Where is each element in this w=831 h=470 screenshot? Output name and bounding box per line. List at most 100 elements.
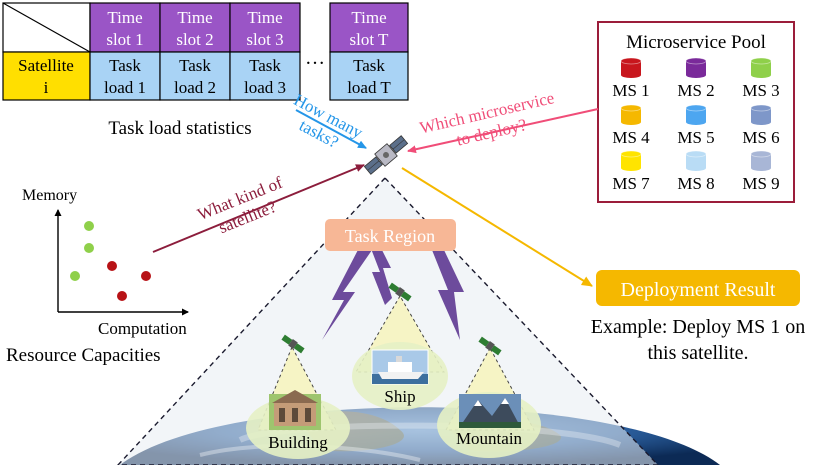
database-icon	[621, 108, 641, 122]
microservice-label: MS 4	[612, 128, 650, 147]
database-icon-top	[750, 104, 772, 112]
deployment-example-line2: this satellite.	[647, 342, 748, 364]
database-icon	[751, 61, 771, 75]
database-icon-base	[686, 119, 706, 125]
arrow-satellite-kind	[152, 164, 365, 253]
mountain-image-icon	[459, 394, 521, 428]
arrow-task-load	[295, 109, 367, 149]
deployment-result-box	[596, 270, 800, 306]
task-region-box	[325, 219, 456, 251]
table-ellipsis: …	[305, 47, 325, 69]
lightning-bolt-icon	[370, 246, 392, 305]
main-satellite-icon	[363, 135, 409, 175]
table-header-line2: slot 3	[246, 30, 283, 49]
scatter-point	[107, 261, 117, 271]
microservice-item: MS 3	[742, 57, 780, 100]
table-header-line2: slot 2	[176, 30, 213, 49]
database-icon	[621, 154, 641, 168]
lightning-bolt-icon	[322, 246, 372, 340]
building-image-icon	[269, 390, 321, 430]
table-data-cell	[229, 51, 301, 101]
deployment-result-label: Deployment Result	[621, 279, 776, 301]
scatter-point	[84, 221, 94, 231]
task-region-label: Task Region	[345, 226, 435, 246]
table-cell-line1: Task	[109, 56, 141, 75]
database-icon-top	[620, 57, 642, 65]
arrow-deployment	[401, 167, 593, 287]
microservice-label: MS 2	[677, 81, 714, 100]
arrow-microservice	[407, 108, 599, 154]
scatter-caption: Resource Capacities	[6, 345, 161, 366]
database-icon-base	[751, 119, 771, 125]
small-satellites	[281, 282, 502, 356]
table-corner-diagonal	[2, 2, 91, 53]
table-header-cell	[89, 2, 161, 53]
database-icon-base	[751, 165, 771, 171]
database-icon-top	[620, 150, 642, 158]
database-icon	[686, 61, 706, 75]
question-what-kind: What kind of satellite?	[195, 173, 286, 237]
table-cell-line2: load 1	[104, 78, 146, 97]
resource-scatter: Memory Computation Resource Capacities	[6, 187, 189, 366]
database-icon	[751, 154, 771, 168]
database-icon	[686, 154, 706, 168]
database-icon-top	[685, 150, 707, 158]
table-cell-line1: Task	[179, 56, 211, 75]
table-header-line2: slot T	[350, 30, 390, 49]
database-icon-top	[620, 104, 642, 112]
satellite-icon	[388, 282, 412, 302]
microservice-item: MS 6	[742, 104, 780, 147]
database-icon-top	[685, 57, 707, 65]
microservice-label: MS 3	[742, 81, 779, 100]
table-header-cell	[229, 2, 301, 53]
region-label-mountain: Mountain	[456, 429, 523, 448]
table-header-cell	[329, 2, 409, 53]
table-cell-line2: load 3	[244, 78, 286, 97]
microservice-item: MS 5	[677, 104, 715, 147]
database-icon	[621, 61, 641, 75]
database-icon-top	[685, 104, 707, 112]
table-header-text: Time slot 1 Time slot 2 Time slot 3 Time…	[106, 8, 389, 49]
coverage-beams: Ship Building Mountain	[246, 295, 541, 459]
database-icon-base	[686, 165, 706, 171]
scatter-x-label: Computation	[98, 319, 187, 338]
deployment-result: Deployment Result Example: Deploy MS 1 o…	[591, 270, 805, 364]
lightning-bolt-icon	[432, 250, 464, 340]
task-load-table: Time slot 1 Time slot 2 Time slot 3 Time…	[2, 2, 409, 139]
task-region: Task Region	[325, 219, 456, 251]
table-header-line1: Time	[351, 8, 386, 27]
region-label-building: Building	[268, 433, 328, 452]
table-header-line1: Time	[107, 8, 142, 27]
table-cell-line1: Task	[353, 56, 385, 75]
scatter-point	[117, 291, 127, 301]
table-header-line1: Time	[177, 8, 212, 27]
database-icon-top	[750, 57, 772, 65]
microservice-label: MS 5	[677, 128, 714, 147]
deployment-example-line1: Example: Deploy MS 1 on	[591, 316, 805, 338]
microservice-item: MS 7	[612, 150, 650, 193]
microservice-label: MS 6	[742, 128, 779, 147]
table-cell-line2: load 2	[174, 78, 216, 97]
region-label-ship: Ship	[384, 387, 415, 406]
microservice-item: MS 1	[612, 57, 650, 100]
table-caption: Task load statistics	[108, 118, 251, 139]
scatter-point	[141, 271, 151, 281]
signal-lightning	[322, 246, 464, 340]
table-data-cell	[329, 51, 409, 101]
table-row-label-line2: i	[44, 78, 49, 97]
database-icon-base	[686, 72, 706, 78]
microservice-label: MS 8	[677, 174, 714, 193]
scatter-point	[70, 271, 80, 281]
microservice-item: MS 8	[677, 150, 715, 193]
table-header-line2: slot 1	[106, 30, 143, 49]
table-data-cell	[159, 51, 231, 101]
database-icon-base	[621, 72, 641, 78]
ship-image-icon	[371, 349, 429, 385]
table-body-text: Satellite i Task load 1 Task load 2 Task…	[18, 56, 391, 97]
table-cell-line1: Task	[249, 56, 281, 75]
scatter-point	[84, 243, 94, 253]
table-cell-line2: load T	[347, 78, 391, 97]
